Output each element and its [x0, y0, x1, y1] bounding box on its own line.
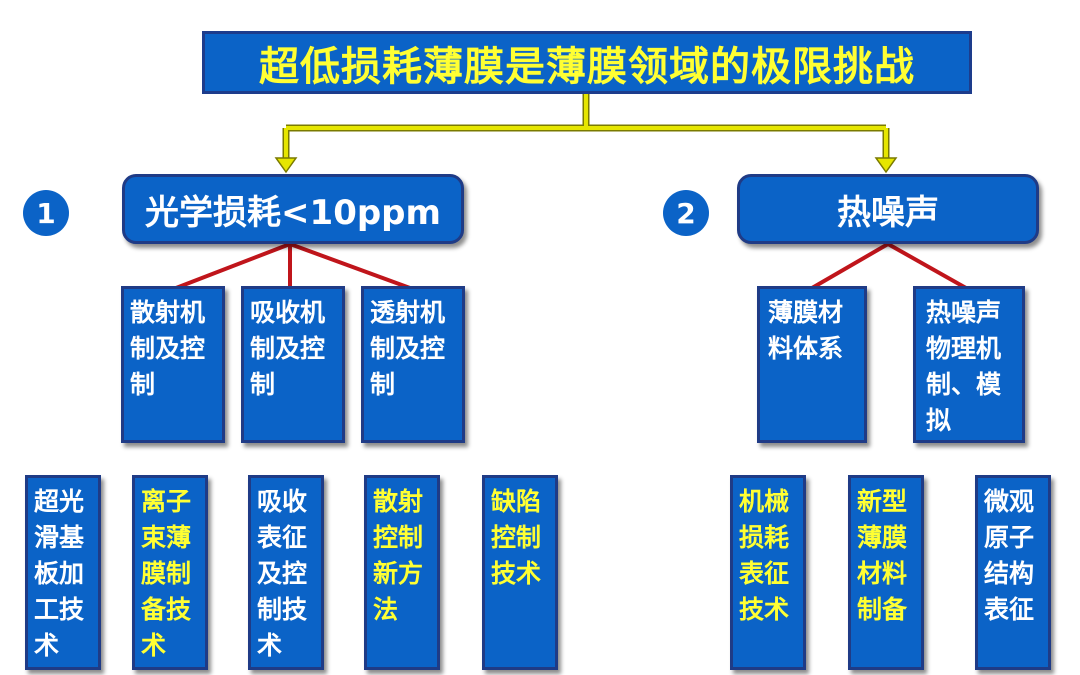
leaf-atomic-structure: 微观原子结构表征: [975, 475, 1051, 670]
sub-transmission-mechanism: 透射机制及控制: [361, 286, 465, 443]
branch-1-number: 1: [23, 190, 69, 236]
leaf-new-film-materials: 新型薄膜材料制备: [848, 475, 924, 670]
sub-absorption-mechanism: 吸收机制及控制: [241, 286, 345, 443]
sub-scattering-mechanism: 散射机制及控制: [121, 286, 225, 443]
arrowhead-right: [874, 157, 898, 174]
leaf-scattering-control: 散射控制新方法: [364, 475, 440, 670]
leaf-superpolished-substrate: 超光滑基板加工技术: [25, 475, 101, 670]
branch-thermal-noise: 热噪声: [737, 174, 1039, 244]
branch-optical-loss: 光学损耗<10ppm: [122, 174, 464, 244]
yellow-connectors-inner: [284, 94, 888, 160]
branch-2-number: 2: [663, 190, 709, 236]
leaf-defect-control: 缺陷控制技术: [482, 475, 558, 670]
arrowhead-left: [274, 157, 298, 174]
sub-thermal-noise-physics: 热噪声物理机制、模拟: [913, 286, 1025, 443]
red-connectors: [175, 242, 967, 290]
sub-film-material-system: 薄膜材料体系: [757, 286, 867, 443]
leaf-ion-beam-deposition: 离子束薄膜制备技术: [132, 475, 208, 670]
main-title-box: 超低损耗薄膜是薄膜领域的极限挑战: [202, 31, 972, 94]
leaf-absorption-characterization: 吸收表征及控制技术: [248, 475, 324, 670]
leaf-mechanical-loss: 机械损耗表征技术: [730, 475, 806, 670]
